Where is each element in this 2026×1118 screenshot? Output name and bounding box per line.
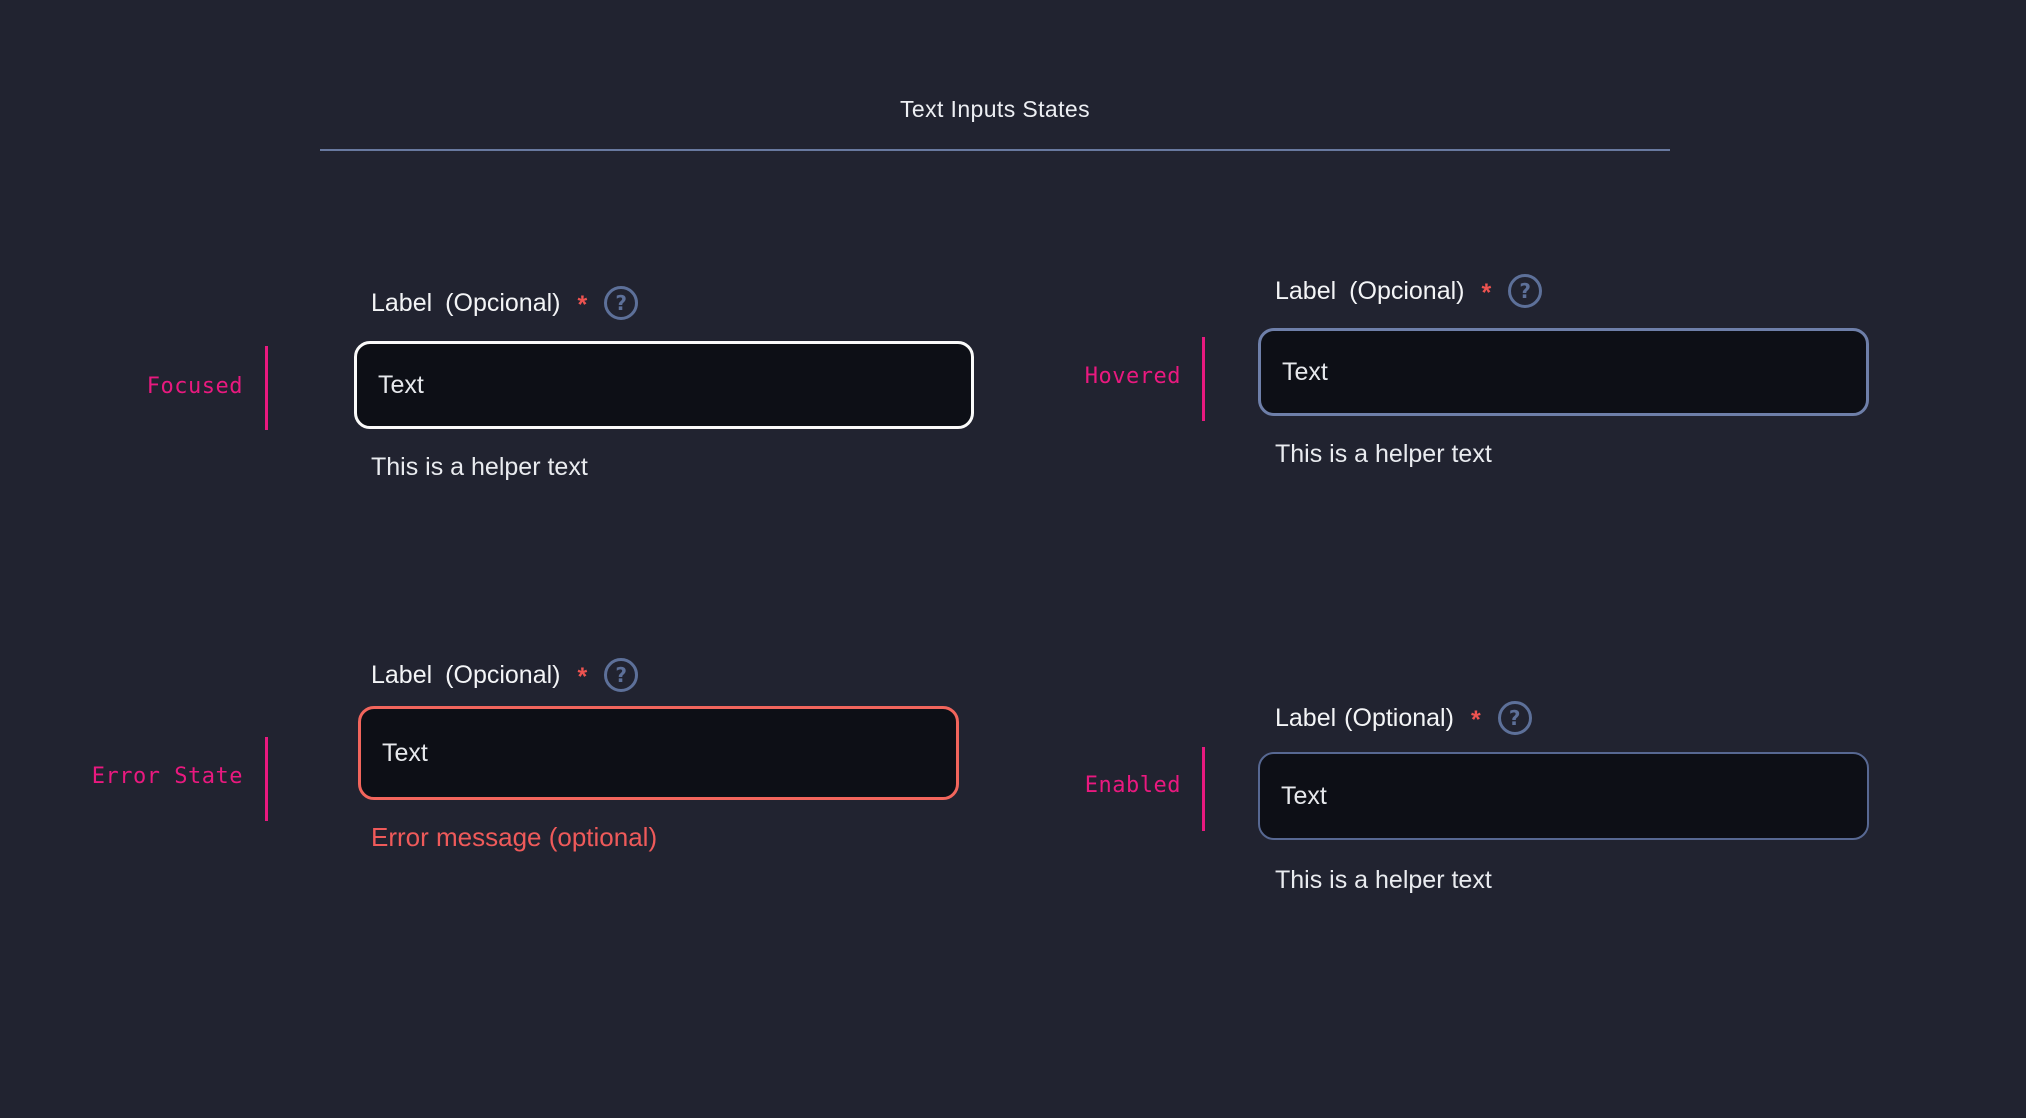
helper-text-enabled: This is a helper text (1275, 866, 1492, 894)
field-label-optional-suffix: (Optional) (1344, 703, 1454, 732)
required-asterisk: * (1470, 705, 1481, 734)
state-bar-focused (265, 346, 268, 430)
title-divider (320, 149, 1670, 151)
state-bar-error (265, 737, 268, 821)
help-icon[interactable]: ? (1508, 274, 1543, 308)
field-label: Label (1275, 276, 1337, 305)
state-label-hovered: Hovered (1084, 364, 1181, 389)
required-asterisk: * (577, 290, 588, 319)
state-bar-hovered (1202, 337, 1205, 421)
field-label-row-enabled: Label (Optional) * ? (1275, 699, 1532, 737)
text-input-error[interactable] (358, 706, 959, 800)
text-input-enabled[interactable] (1258, 752, 1869, 840)
state-label-enabled: Enabled (1084, 773, 1181, 798)
question-mark-glyph: ? (615, 291, 628, 315)
text-input-hovered[interactable] (1258, 328, 1869, 416)
required-asterisk: * (1481, 278, 1492, 307)
required-asterisk: * (577, 662, 588, 691)
text-input-focused[interactable] (354, 341, 974, 429)
state-label-error: Error State (91, 764, 243, 789)
question-mark-glyph: ? (1519, 279, 1532, 303)
field-label: Label (1275, 703, 1337, 732)
field-label-row-focused: Label (Opcional) * ? (371, 284, 639, 322)
field-label-row-hovered: Label (Opcional) * ? (1275, 272, 1543, 310)
error-message: Error message (optional) (371, 822, 658, 852)
field-label-optional-suffix: (Opcional) (445, 288, 561, 317)
helper-text-hovered: This is a helper text (1275, 440, 1492, 468)
field-label-optional-suffix: (Opcional) (445, 660, 561, 689)
field-label: Label (371, 288, 433, 317)
help-icon[interactable]: ? (604, 658, 639, 692)
field-label-row-error: Label (Opcional) * ? (371, 656, 639, 694)
help-icon[interactable]: ? (604, 286, 639, 320)
helper-text-focused: This is a helper text (371, 453, 588, 481)
state-bar-enabled (1202, 747, 1205, 831)
question-mark-glyph: ? (615, 663, 628, 687)
page-title: Text Inputs States (899, 96, 1091, 122)
state-label-focused: Focused (146, 374, 243, 399)
question-mark-glyph: ? (1508, 706, 1521, 730)
field-label-optional-suffix: (Opcional) (1349, 276, 1465, 305)
help-icon[interactable]: ? (1497, 701, 1532, 735)
field-label: Label (371, 660, 433, 689)
